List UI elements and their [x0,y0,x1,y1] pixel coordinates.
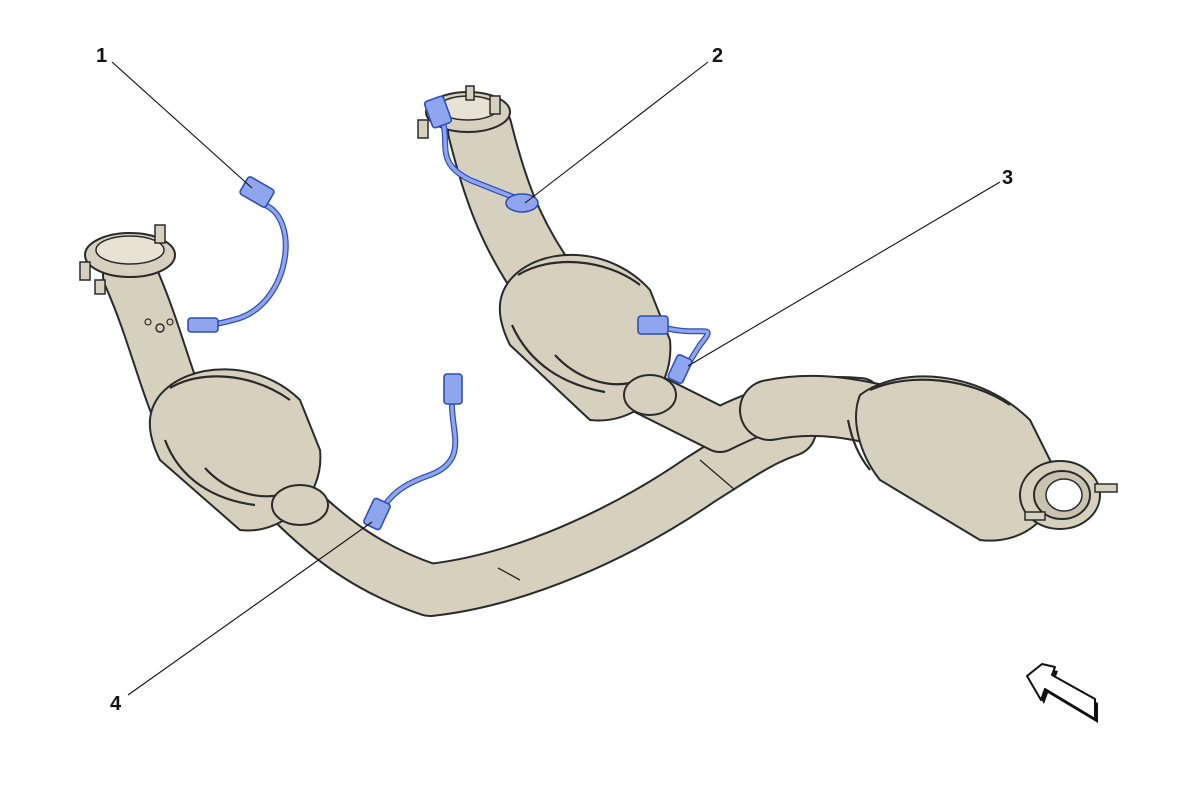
oxygen-sensor-3[interactable] [637,315,711,384]
left-downpipe [102,247,203,428]
callout-number-2: 2 [712,45,723,67]
pipe-seam [699,459,736,491]
leader-line-1 [111,61,253,189]
right-catalytic-converter [498,254,677,422]
leader-line-3 [687,181,1001,367]
oxygen-sensor-2[interactable] [423,95,539,213]
rear-catalytic-converter [846,375,1118,542]
left-catalytic-converter [148,368,329,532]
callout-number-3: 3 [1002,167,1013,189]
left-flange [79,224,176,295]
leader-line-4 [127,521,373,696]
right-downpipe [447,97,573,308]
direction-arrow-icon [1026,663,1098,723]
pipe-seam [497,567,521,581]
left-pipe-body [265,405,815,615]
callout-number-1: 1 [96,45,107,67]
leader-line-2 [524,61,709,204]
y-pipe [263,367,931,617]
oxygen-sensor-4[interactable] [363,373,463,531]
callout-number-4: 4 [110,693,122,715]
oxygen-sensor-1[interactable] [187,176,289,333]
